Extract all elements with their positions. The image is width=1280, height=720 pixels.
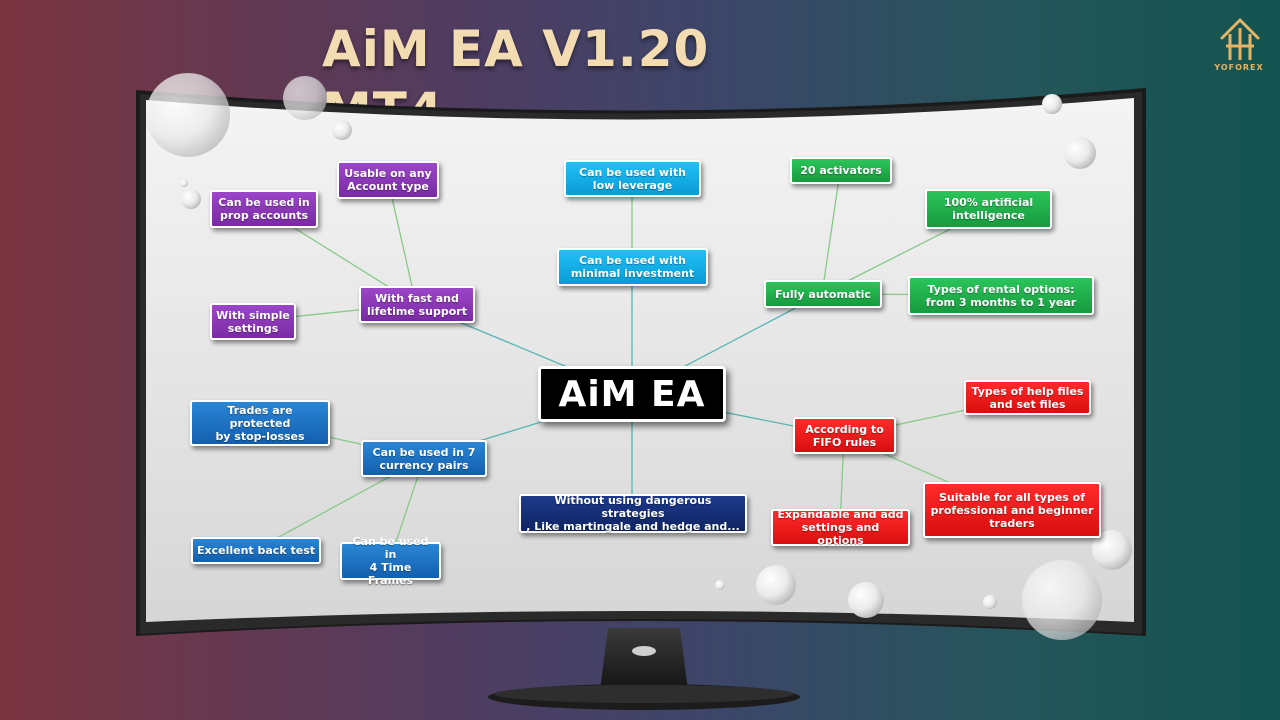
node-currency-pairs: Can be used in 7 currency pairs [361, 440, 487, 477]
node-back-test: Excellent back test [191, 537, 321, 564]
node-help-files: Types of help files and set files [964, 380, 1091, 415]
node-stop-losses: Trades are protected by stop-losses [190, 400, 330, 446]
node-minimal-investment: Can be used with minimal investment [557, 248, 708, 286]
node-fully-automatic: Fully automatic [764, 280, 882, 308]
node-rental-options: Types of rental options: from 3 months t… [908, 276, 1094, 315]
yoforex-logo-icon [1212, 16, 1268, 74]
node-prop-accounts: Can be used in prop accounts [210, 190, 318, 228]
node-simple-settings: With simple settings [210, 303, 296, 340]
node-low-leverage: Can be used with low leverage [564, 160, 701, 197]
node-activators: 20 activators [790, 157, 892, 184]
node-account-type: Usable on any Account type [337, 161, 439, 199]
node-fifo: According to FIFO rules [793, 417, 896, 454]
node-support: With fast and lifetime support [359, 286, 475, 323]
node-dangerous-strategies: Without using dangerous strategies , Lik… [519, 494, 747, 533]
node-time-frames: Can be used in 4 Time Frames [340, 535, 441, 587]
node-expandable: Expandable and add settings and options [771, 508, 910, 547]
node-suitable-traders: Suitable for all types of professional a… [923, 482, 1101, 538]
logo-text: YOFOREX [1214, 63, 1264, 72]
center-node: AiM EA [538, 366, 726, 422]
node-artificial-intelligence: 100% artificial intelligence [925, 189, 1052, 229]
